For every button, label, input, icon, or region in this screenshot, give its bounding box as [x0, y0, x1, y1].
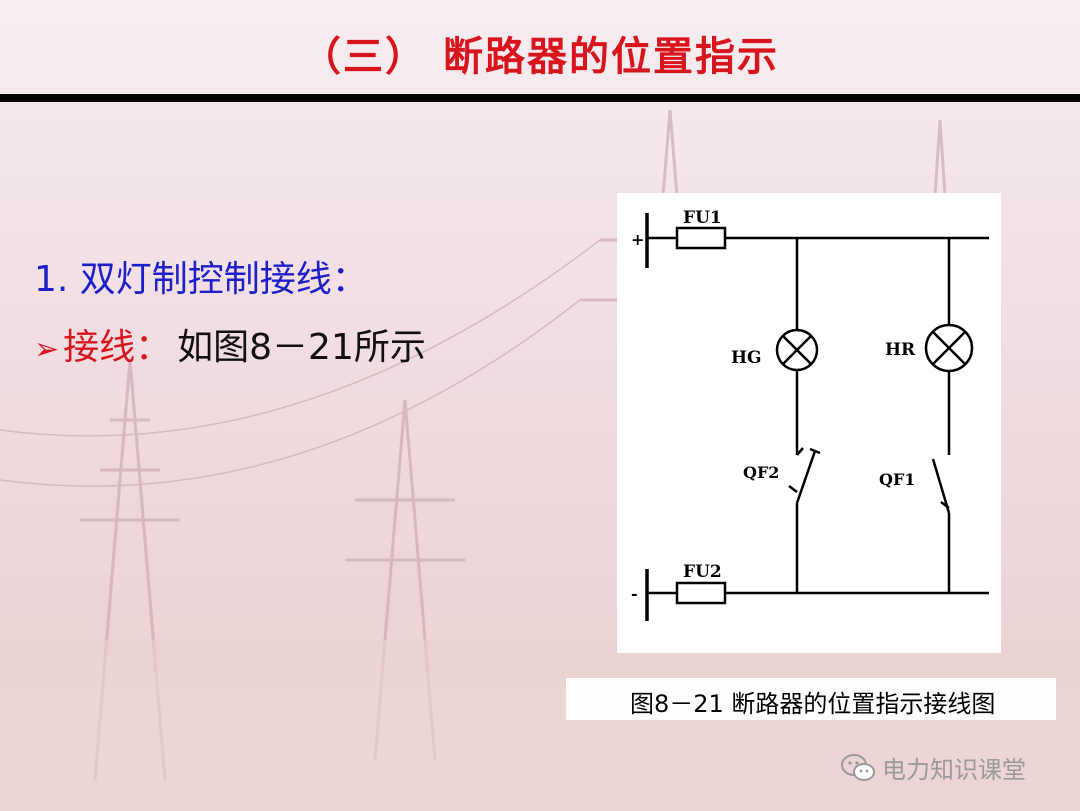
label-hg: HG	[731, 348, 762, 368]
lamp-hr	[924, 323, 974, 373]
switch-qf1	[931, 458, 951, 514]
wechat-icon	[841, 753, 875, 781]
label-fu1: FU1	[683, 208, 722, 228]
label-plus: +	[631, 230, 644, 249]
fuse-fu1	[675, 226, 727, 250]
arrow-bullet-icon: ➢	[34, 332, 60, 367]
label-qf1: QF1	[879, 470, 915, 489]
label-fu2: FU2	[683, 562, 722, 582]
figure-caption: 图8－21 断路器的位置指示接线图	[630, 690, 996, 718]
title-divider	[0, 94, 1080, 102]
caption-bar	[566, 678, 1056, 720]
fuse-fu2	[675, 581, 727, 605]
label-hr: HR	[885, 340, 916, 360]
diagram-panel: FU1 FU2 + - HG HR QF2 QF1	[617, 193, 1001, 653]
section-heading: 1. 双灯制控制接线：	[34, 259, 368, 300]
switch-qf2	[788, 447, 821, 504]
label-minus: -	[631, 584, 638, 603]
bullet-text: 如图8－21所示	[177, 327, 426, 368]
watermark-text: 电力知识课堂	[882, 756, 1026, 784]
watermark: 电力知识课堂	[840, 750, 1026, 785]
bullet-label: 接线：	[63, 327, 172, 368]
lamp-hg	[775, 328, 819, 372]
page-title: （三） 断路器的位置指示	[301, 34, 779, 80]
bullet-item: ➢接线：如图8－21所示	[34, 318, 426, 370]
label-qf2: QF2	[743, 463, 779, 482]
circuit-diagram: FU1 FU2 + - HG HR QF2 QF1	[631, 208, 989, 621]
